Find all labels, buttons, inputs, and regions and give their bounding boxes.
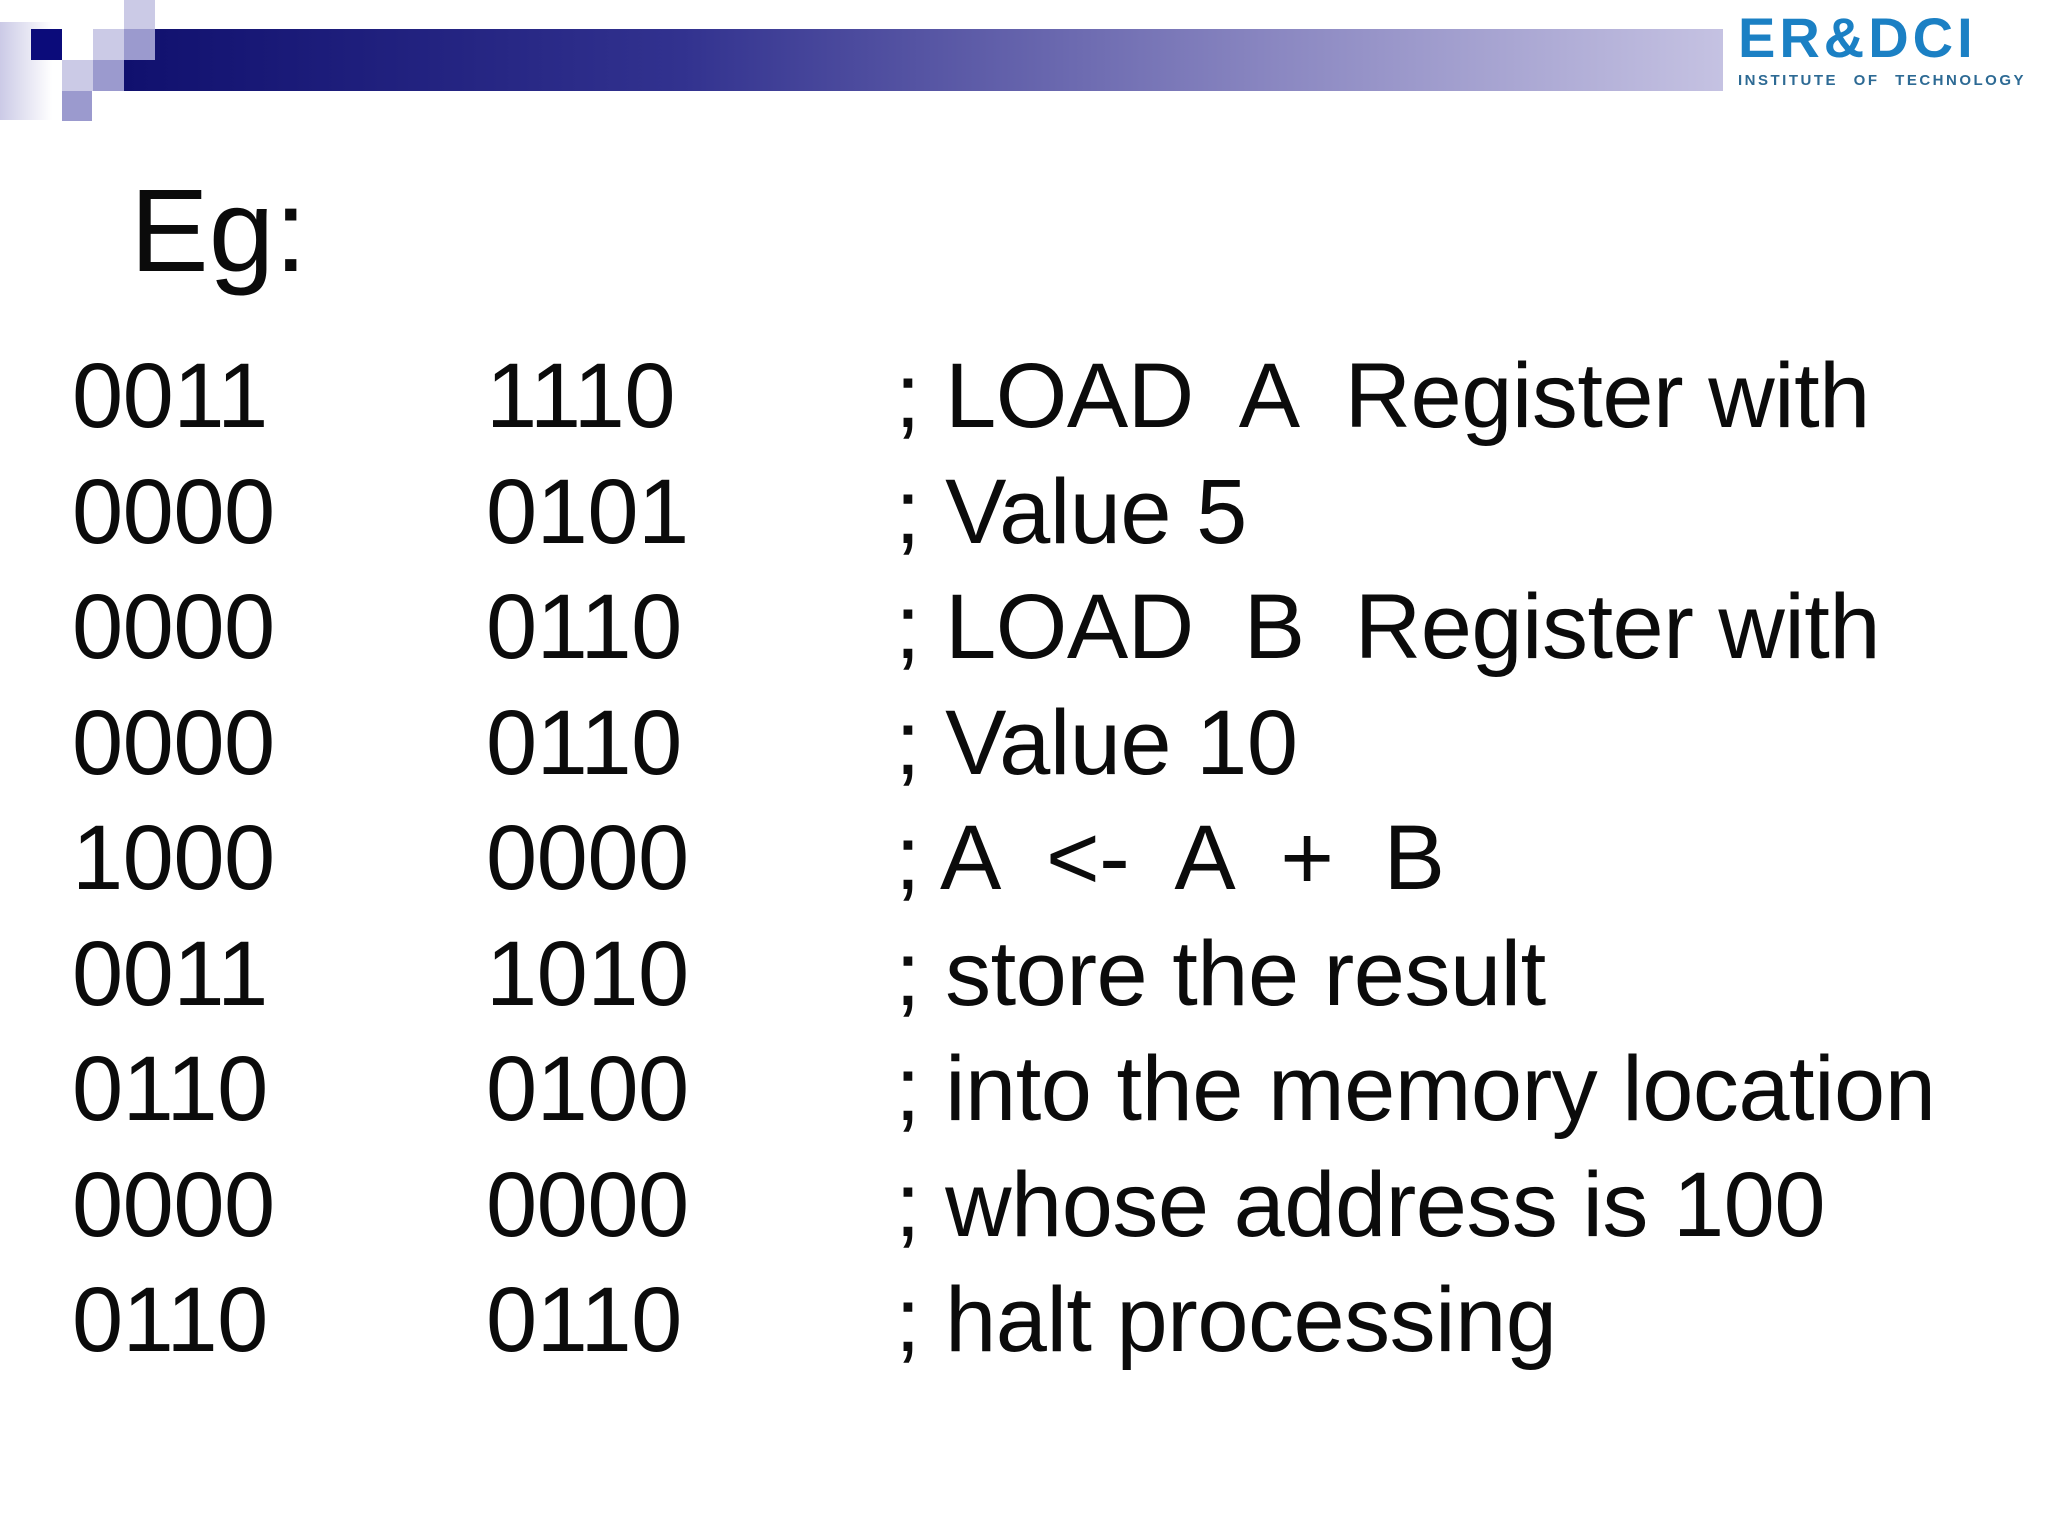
program-row: 0011 1110 ; LOAD A Register with bbox=[72, 339, 1982, 455]
deco-square-purple-mid bbox=[93, 60, 124, 91]
opcode-nibble: 0110 bbox=[72, 1038, 268, 1140]
slide-title: Eg: bbox=[130, 165, 308, 297]
logo-subtitle: INSTITUTE OF TECHNOLOGY bbox=[1738, 72, 2026, 89]
operand-nibble: 0110 bbox=[486, 576, 682, 678]
program-row: 1000 0000 ; A <- A + B bbox=[72, 801, 1982, 917]
comment-text: ; LOAD B Register with bbox=[895, 576, 1881, 678]
program-row: 0000 0110 ; Value 10 bbox=[72, 686, 1982, 802]
opcode-nibble: 0011 bbox=[72, 345, 268, 447]
opcode-nibble: 0000 bbox=[72, 460, 275, 563]
operand-nibble: 0000 bbox=[486, 1153, 689, 1256]
operand-nibble: 0100 bbox=[486, 1038, 689, 1140]
operand-nibble: 0101 bbox=[486, 460, 689, 563]
deco-square-lavender-top bbox=[124, 0, 155, 29]
program-row: 0110 0100 ; into the memory location bbox=[72, 1032, 1982, 1148]
program-row: 0110 0110 ; halt processing bbox=[72, 1263, 1982, 1379]
comment-text: ; whose address is 100 bbox=[895, 1153, 1825, 1256]
opcode-nibble: 0110 bbox=[72, 1269, 268, 1371]
opcode-nibble: 0000 bbox=[72, 576, 275, 678]
program-row: 0000 0000 ; whose address is 100 bbox=[72, 1148, 1982, 1264]
comment-text: ; Value 5 bbox=[895, 460, 1247, 563]
comment-text: ; halt processing bbox=[895, 1269, 1557, 1371]
logo-wordmark: ER&DCI bbox=[1738, 6, 1977, 69]
program-listing: 0011 1110 ; LOAD A Register with 0000 01… bbox=[72, 339, 1982, 1379]
comment-text: ; LOAD A Register with bbox=[895, 345, 1870, 447]
comment-text: ; A <- A + B bbox=[895, 807, 1445, 909]
operand-nibble: 0110 bbox=[486, 691, 682, 794]
program-row: 0000 0101 ; Value 5 bbox=[72, 455, 1982, 571]
comment-text: ; into the memory location bbox=[895, 1038, 1936, 1140]
deco-square-navy bbox=[31, 29, 62, 60]
header-gradient-bar bbox=[123, 29, 1723, 91]
operand-nibble: 0110 bbox=[486, 1269, 682, 1371]
deco-square-purple-bottom bbox=[62, 91, 92, 121]
deco-square-lavender-lower bbox=[62, 60, 93, 91]
program-row: 0011 1010 ; store the result bbox=[72, 917, 1982, 1033]
deco-square-purple-notch bbox=[124, 29, 155, 60]
institution-logo: ER&DCI INSTITUTE OF TECHNOLOGY bbox=[1738, 10, 2038, 88]
opcode-nibble: 0011 bbox=[72, 922, 268, 1025]
opcode-nibble: 1000 bbox=[72, 807, 275, 909]
opcode-nibble: 0000 bbox=[72, 1153, 275, 1256]
deco-square-lavender-mid bbox=[93, 29, 124, 60]
comment-text: ; store the result bbox=[895, 922, 1546, 1025]
comment-text: ; Value 10 bbox=[895, 691, 1298, 794]
operand-nibble: 0000 bbox=[486, 807, 689, 909]
opcode-nibble: 0000 bbox=[72, 691, 275, 794]
program-row: 0000 0110 ; LOAD B Register with bbox=[72, 570, 1982, 686]
operand-nibble: 1110 bbox=[486, 345, 676, 447]
operand-nibble: 1010 bbox=[486, 922, 689, 1025]
